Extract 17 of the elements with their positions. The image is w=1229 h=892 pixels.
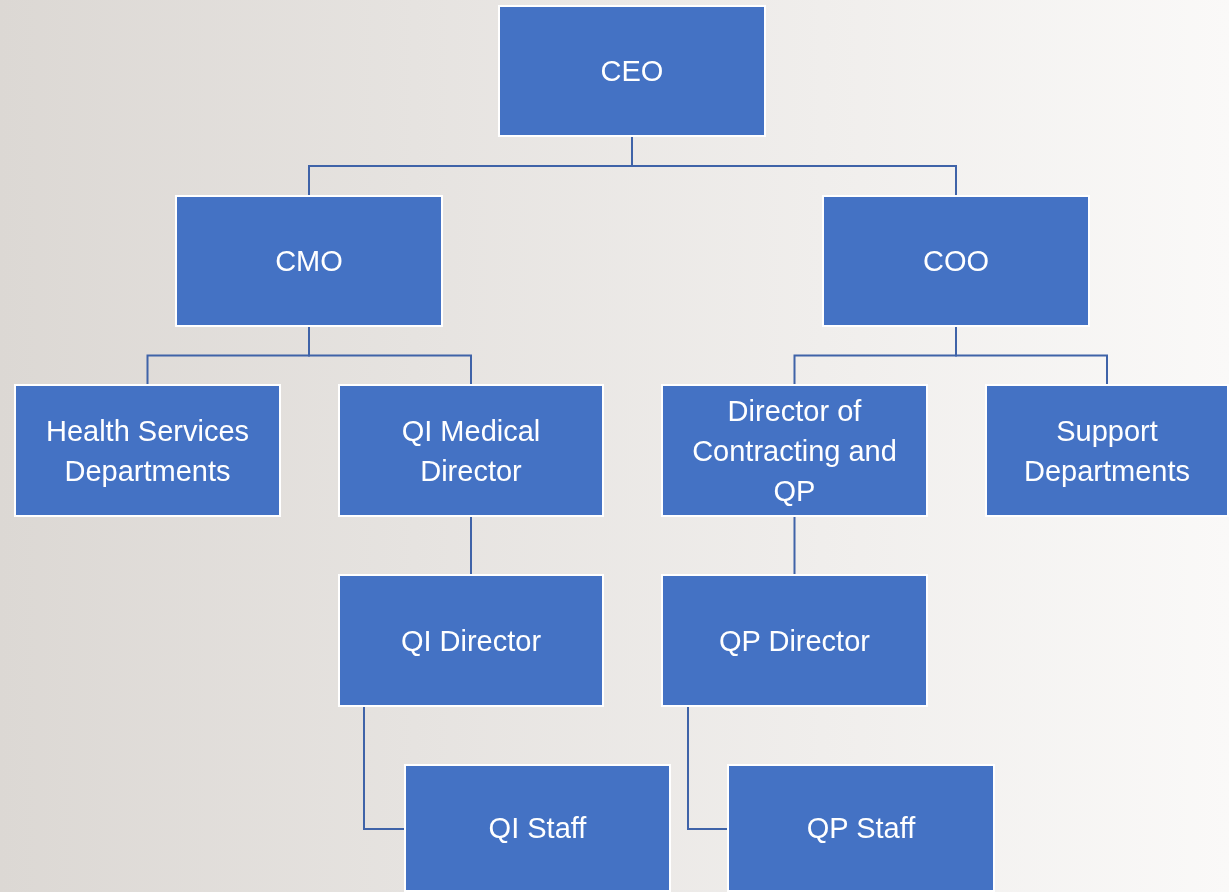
- connector-line: [687, 706, 728, 830]
- org-box: QI Director: [338, 574, 604, 707]
- org-box: QP Director: [661, 574, 928, 707]
- org-box: CEO: [498, 5, 766, 137]
- connector-line: [955, 326, 1108, 385]
- org-box: CMO: [175, 195, 443, 327]
- org-box: QI Medical Director: [338, 384, 604, 517]
- org-box: COO: [822, 195, 1090, 327]
- org-box: Health Services Departments: [14, 384, 281, 517]
- org-box: QI Staff: [404, 764, 671, 892]
- org-box: QP Staff: [727, 764, 995, 892]
- org-box: Director of Contracting and QP: [661, 384, 928, 517]
- connector-line: [793, 516, 796, 575]
- org-box: Support Departments: [985, 384, 1229, 517]
- connector-line: [363, 706, 405, 830]
- connector-line: [470, 516, 472, 575]
- connector-line: [308, 326, 472, 385]
